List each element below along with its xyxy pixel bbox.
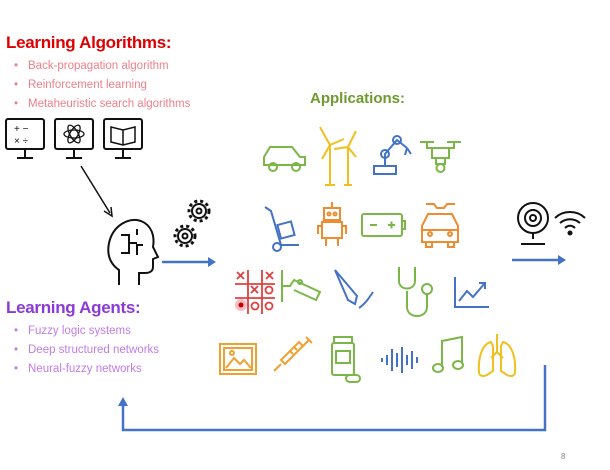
monitors-icon: + − × ÷ [5, 118, 143, 159]
car-front-icon [421, 203, 459, 248]
monitor-math-symbols: + − [14, 124, 29, 135]
security-camera-icon [281, 270, 322, 302]
music-note-icon [432, 335, 464, 373]
learning-agents-title: Learning Agents: [6, 298, 141, 317]
lungs-icon [477, 334, 517, 377]
sound-wave-icon [381, 347, 418, 373]
learning-algorithms-title: Learning Algorithms: [6, 33, 172, 52]
applications-title: Applications: [310, 90, 406, 107]
image-icon [219, 343, 257, 375]
tic-tac-toe-icon [235, 270, 275, 314]
agent-item: Deep structured networks [6, 341, 159, 360]
learning-algorithms-section: Learning Algorithms: Back-propagation al… [6, 33, 190, 114]
feedback-loop-arrow [118, 365, 547, 432]
hand-truck-icon [264, 206, 299, 252]
pen-icon [334, 269, 374, 309]
webcam-icon [517, 202, 549, 245]
syringe-icon [273, 336, 313, 372]
drone-icon [420, 141, 461, 173]
arrow-to-output [512, 255, 566, 265]
algorithm-item: Reinforcement learning [6, 76, 190, 95]
robot-arm-icon [373, 135, 412, 175]
agent-item: Neural-fuzzy networks [6, 360, 159, 379]
wifi-icon [554, 211, 586, 236]
arrow-to-applications [162, 257, 216, 267]
stethoscope-icon [398, 267, 433, 317]
car-icon [263, 146, 306, 172]
algorithm-item: Metaheuristic search algorithms [6, 95, 190, 114]
robot-icon [317, 202, 347, 246]
svg-text:× ÷: × ÷ [14, 136, 29, 147]
pill-bottle-icon [331, 336, 361, 383]
arrow-icon [80, 165, 113, 218]
brain-head-icon [107, 219, 160, 285]
wind-turbine-icon [319, 126, 357, 186]
learning-agents-section: Learning Agents: Fuzzy logic systems Dee… [6, 298, 159, 379]
line-chart-icon [454, 277, 489, 308]
gears-icon [173, 199, 211, 248]
page-number: 8 [561, 452, 566, 461]
agent-item: Fuzzy logic systems [6, 322, 159, 341]
battery-icon [361, 213, 406, 237]
algorithm-item: Back-propagation algorithm [6, 57, 190, 76]
